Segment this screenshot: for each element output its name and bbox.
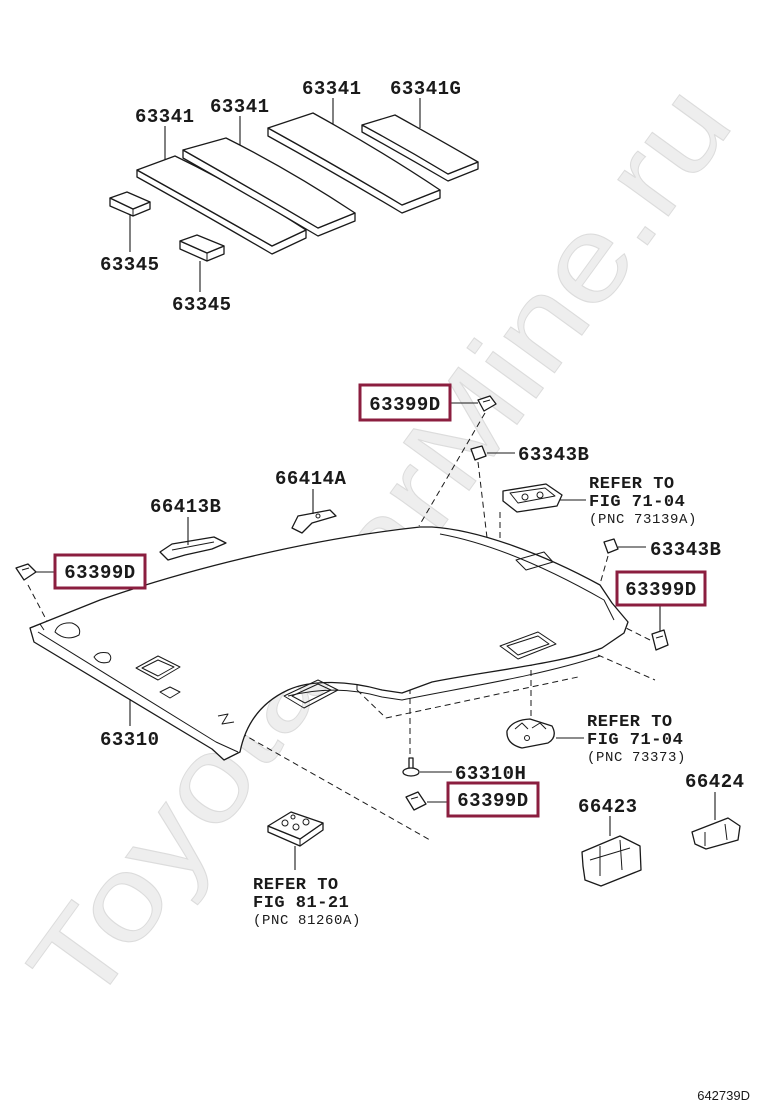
clip-top [477, 395, 497, 412]
headliner-inner-edge [287, 655, 601, 701]
dashed-guide-line [27, 584, 49, 624]
highlight-box-clip-bottom [446, 781, 540, 818]
bracket-66414a [291, 509, 337, 534]
reference-line: FIG 81-21 [253, 894, 349, 913]
label-bracket-lower-left[interactable]: 66423 [578, 796, 638, 818]
screw-63310h [402, 757, 420, 777]
highlight-box-clip-left [53, 553, 147, 590]
label-pad-1[interactable]: 63341 [135, 106, 195, 128]
bracket-66423 [581, 835, 642, 887]
roof-pad-3 [267, 112, 441, 214]
bracket-66424 [691, 817, 741, 850]
bracket-66413b [159, 536, 227, 561]
reference-note-73139a: REFER TO FIG 71-04 (PNC 73139A) [589, 475, 697, 528]
label-pad-4[interactable]: 63341G [390, 78, 461, 100]
figure-code: 642739D [697, 1088, 750, 1103]
headliner-panel [29, 526, 629, 761]
headliner-mark [217, 713, 235, 725]
dashed-guide-line [418, 412, 486, 527]
visor-recess-left [54, 622, 81, 639]
headliner-rear-ridge [439, 533, 615, 621]
leader-lines [36, 98, 716, 870]
clip-right [651, 629, 669, 651]
reference-line: FIG 71-04 [587, 731, 683, 750]
roof-pad-4 [361, 114, 479, 182]
reference-pnc: (PNC 73139A) [589, 512, 697, 528]
highlight-box-clip-right [615, 570, 707, 607]
reference-pnc: (PNC 73373) [587, 750, 686, 766]
cap-top [470, 445, 487, 461]
label-block-1[interactable]: 63345 [100, 254, 160, 276]
map-light-81260a [267, 811, 324, 847]
clip-left [15, 563, 37, 581]
highlight-box-clip-top [358, 383, 452, 422]
label-cap-right[interactable]: 63343B [650, 539, 721, 561]
reference-line: REFER TO [587, 713, 673, 732]
cap-right [603, 538, 619, 554]
console-73139a [502, 483, 563, 513]
rear-light-opening [499, 631, 557, 660]
map-light-opening [135, 655, 181, 681]
reference-note-81260a: REFER TO FIG 81-21 (PNC 81260A) [253, 876, 361, 929]
dashed-guide-line [477, 461, 489, 547]
small-opening [159, 686, 181, 699]
reference-line: FIG 71-04 [589, 493, 685, 512]
label-bracket-lower-right[interactable]: 66424 [685, 771, 745, 793]
reference-line: REFER TO [589, 475, 675, 494]
rear-roof-opening [515, 551, 554, 571]
label-cap-top[interactable]: 63343B [518, 444, 589, 466]
pad-block-1 [109, 191, 151, 217]
label-bracket-left[interactable]: 66413B [150, 496, 221, 518]
reference-pnc: (PNC 81260A) [253, 913, 361, 929]
dashed-guide-line [597, 654, 656, 681]
label-clip-right[interactable]: 63399D [625, 579, 696, 601]
dashed-guide-line [385, 676, 579, 719]
label-bracket-upper[interactable]: 66414A [275, 468, 347, 490]
visor-recess-right [93, 652, 112, 664]
reference-note-73373: REFER TO FIG 71-04 (PNC 73373) [587, 713, 686, 766]
pad-block-2 [179, 234, 225, 262]
label-clip-left[interactable]: 63399D [64, 562, 135, 584]
dome-light-73373 [506, 718, 555, 749]
dashed-guide-line [356, 689, 387, 719]
label-clip-top[interactable]: 63399D [369, 394, 440, 416]
dashed-guide-line [231, 727, 431, 841]
roof-pad-2 [182, 137, 356, 237]
clip-bottom [405, 791, 427, 811]
reference-line: REFER TO [253, 876, 339, 895]
label-block-2[interactable]: 63345 [172, 294, 232, 316]
label-screw[interactable]: 63310H [455, 763, 526, 785]
label-pad-2[interactable]: 63341 [210, 96, 270, 118]
headliner-front-edge [37, 631, 239, 753]
label-clip-bottom[interactable]: 63399D [457, 790, 528, 812]
dome-light-opening [283, 679, 339, 709]
label-pad-3[interactable]: 63341 [302, 78, 362, 100]
label-headliner[interactable]: 63310 [100, 729, 160, 751]
